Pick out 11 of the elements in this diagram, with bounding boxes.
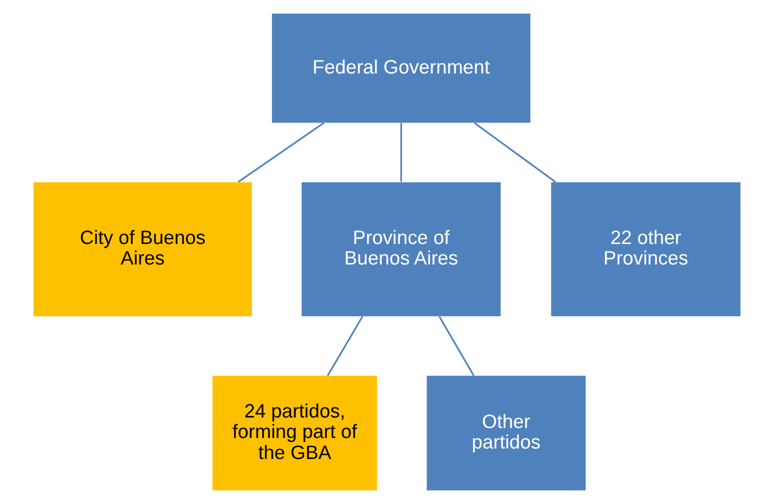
node-box: City of Buenos Aires	[34, 182, 252, 316]
node-box: Province of Buenos Aires	[302, 182, 501, 316]
node-box: Federal Government	[272, 14, 530, 123]
connector	[438, 316, 474, 376]
node-box: 22 other Provinces	[551, 182, 740, 316]
connector	[474, 122, 556, 183]
connector	[400, 123, 402, 182]
node-box: Other partidos	[426, 376, 586, 490]
connector	[238, 122, 324, 183]
node-box: 24 partidos, forming part of the GBA	[212, 376, 377, 490]
connector	[326, 316, 364, 376]
